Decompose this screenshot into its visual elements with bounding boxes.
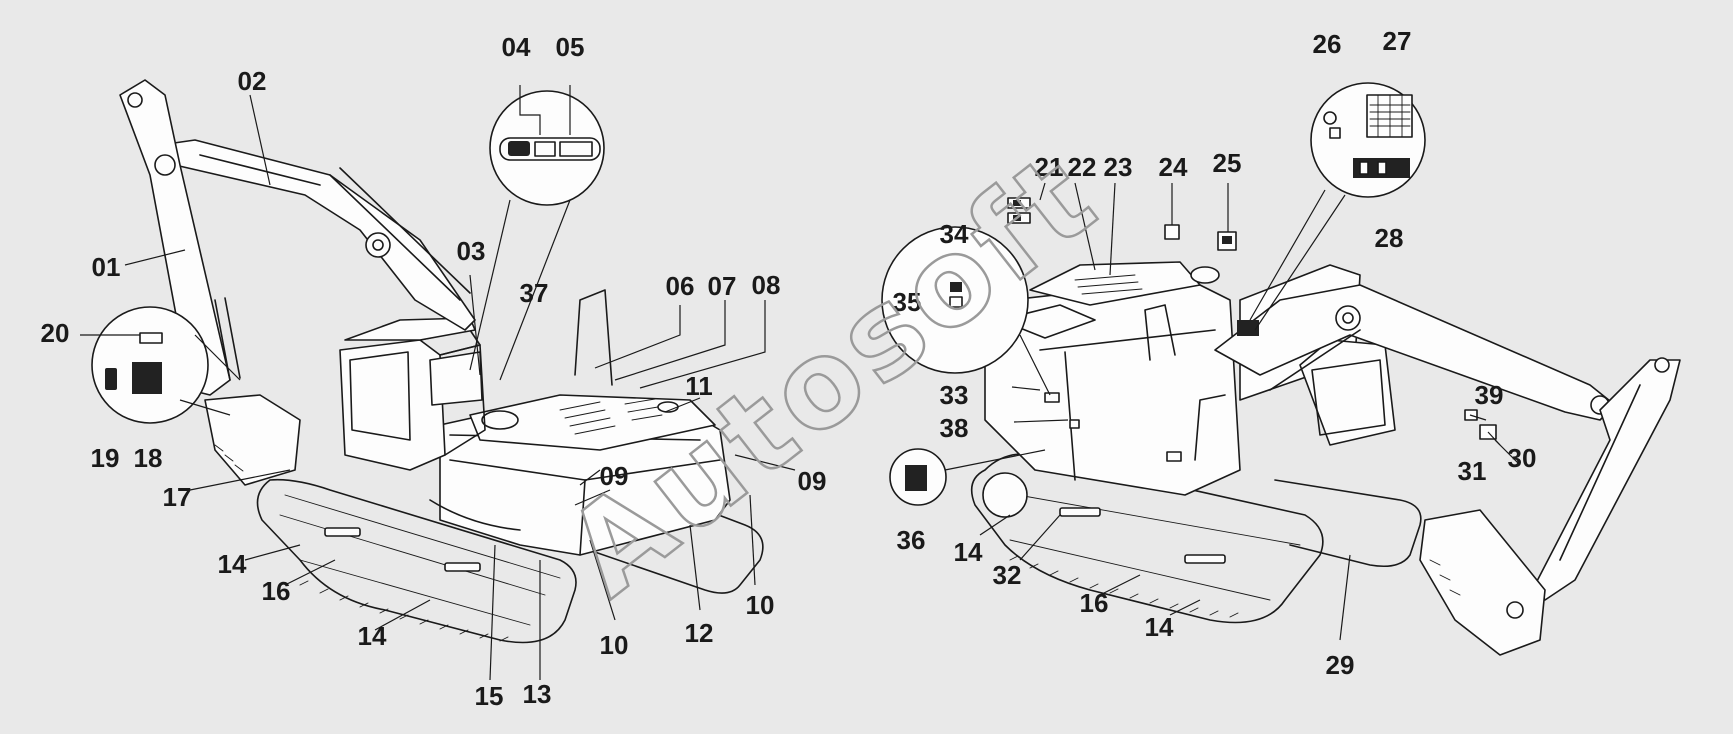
label-06: 06 [666, 271, 695, 301]
right-labels: 14 14 16 21 22 23 24 25 26 27 28 29 30 3… [893, 26, 1537, 680]
left-labels: 01 02 03 04 05 06 07 08 09 09 09 10 10 1… [41, 32, 827, 711]
label-12: 12 [685, 618, 714, 648]
label-03: 03 [457, 236, 486, 266]
label-10-b: 10 [600, 630, 629, 660]
label-14-a: 14 [218, 549, 247, 579]
label-07: 07 [708, 271, 737, 301]
label-17: 17 [163, 482, 192, 512]
label-14-d: 14 [1145, 612, 1174, 642]
label-38: 38 [940, 413, 969, 443]
label-30: 30 [1508, 443, 1537, 473]
label-04: 04 [502, 32, 531, 62]
right-excavator: 14 14 16 21 22 23 24 25 26 27 28 29 30 3… [881, 26, 1681, 680]
label-15: 15 [475, 681, 504, 711]
label-14-c: 14 [954, 537, 983, 567]
label-18: 18 [134, 443, 163, 473]
label-25: 25 [1213, 148, 1242, 178]
label-35: 35 [893, 287, 922, 317]
label-14-b: 14 [358, 621, 387, 651]
label-13: 13 [523, 679, 552, 709]
label-23: 23 [1104, 152, 1133, 182]
label-36: 36 [897, 525, 926, 555]
label-02: 02 [238, 66, 267, 96]
left-excavator: 01 02 03 04 05 06 07 08 09 09 09 10 10 1… [41, 32, 827, 711]
label-26: 26 [1313, 29, 1342, 59]
label-05: 05 [556, 32, 585, 62]
label-10-a: 10 [746, 590, 775, 620]
label-11: 11 [685, 371, 713, 401]
label-29: 29 [1326, 650, 1355, 680]
label-08: 08 [752, 270, 781, 300]
label-37: 37 [520, 278, 549, 308]
label-34: 34 [940, 219, 969, 249]
label-19: 19 [91, 443, 120, 473]
label-24: 24 [1159, 152, 1188, 182]
label-33: 33 [940, 380, 969, 410]
label-28: 28 [1375, 223, 1404, 253]
label-31: 31 [1458, 456, 1487, 486]
label-27: 27 [1383, 26, 1412, 56]
label-39: 39 [1475, 380, 1504, 410]
label-20: 20 [41, 318, 70, 348]
label-22: 22 [1068, 152, 1097, 182]
label-01: 01 [92, 252, 121, 282]
label-16: 16 [262, 576, 291, 606]
label-16-b: 16 [1080, 588, 1109, 618]
label-09-a: 09 [600, 461, 629, 491]
label-32: 32 [993, 560, 1022, 590]
label-21: 21 [1035, 152, 1064, 182]
label-09-b: 09 [798, 466, 827, 496]
